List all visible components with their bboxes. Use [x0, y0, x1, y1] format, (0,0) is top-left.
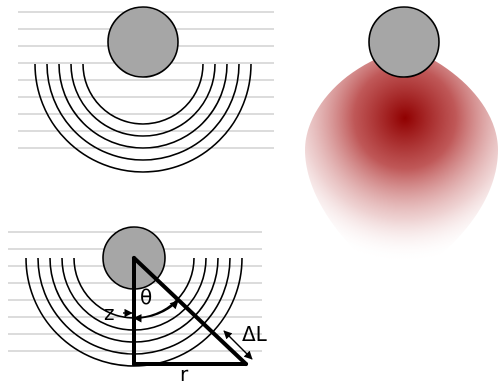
r-label: r: [180, 362, 189, 383]
source-ball-top: [107, 6, 179, 78]
theta-label: θ: [140, 285, 152, 309]
panel-geometry: θ z ΔL r: [8, 226, 268, 383]
wavefronts-top: [34, 63, 252, 173]
panel-wavefronts-top: [18, 6, 274, 173]
delta-l-label: ΔL: [242, 322, 268, 346]
panel-radiation-glow: [305, 6, 498, 285]
z-label: z: [104, 301, 115, 325]
theta-angle-arc: [133, 300, 179, 323]
delta-l-arrow: [223, 330, 253, 360]
radiation-glow: [305, 58, 498, 285]
source-ball-right: [368, 6, 440, 78]
